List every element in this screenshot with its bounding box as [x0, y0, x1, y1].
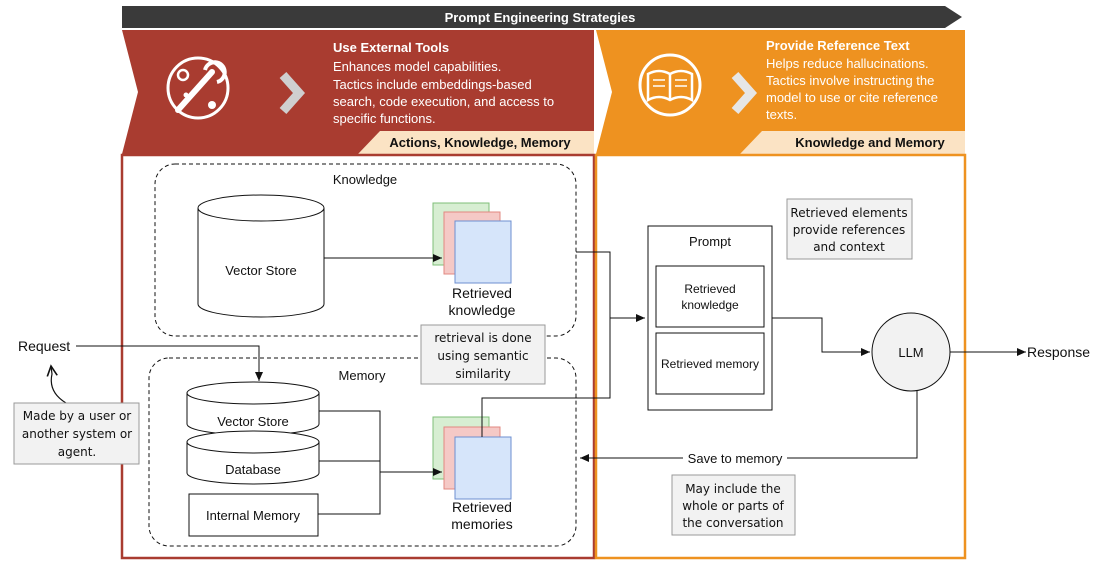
- response-label: Response: [1027, 344, 1090, 360]
- knowledge-title: Knowledge: [333, 172, 397, 187]
- external-tools-line-2: Tactics include embeddings-based: [333, 77, 532, 92]
- knowledge-vector-store-label: Vector Store: [225, 263, 297, 278]
- request-note-line-3: agent.: [58, 445, 96, 459]
- memory-database-label: Database: [225, 462, 281, 477]
- prompt-title: Prompt: [689, 234, 731, 249]
- connector-internal-memory: [318, 472, 381, 515]
- request-note-line-1: Made by a user or: [23, 409, 132, 423]
- retrieved-elements-line-2: provide references: [793, 223, 905, 237]
- reference-text-tag-bg: [740, 131, 965, 154]
- knowledge-to-prompt-line: [576, 251, 645, 322]
- banner-arrow: [122, 6, 962, 28]
- retrieved-memories-docs: [432, 416, 512, 500]
- retrieved-elements-note: [786, 198, 913, 260]
- retrieval-note-line-2: using semantic: [437, 349, 528, 363]
- external-tools-panel: Use External Tools Enhances model capabi…: [122, 30, 594, 154]
- prompt-memory-box: [655, 332, 765, 395]
- chevron-right-icon: [279, 72, 306, 114]
- save-note-line-1: May include the: [685, 482, 781, 496]
- retrieved-memories-label-1: Retrieved: [452, 499, 512, 515]
- prompt-to-llm-line: [772, 317, 870, 356]
- knowledge-group: [154, 163, 577, 337]
- memory-vector-store: Vector Store: [186, 381, 320, 436]
- banner-title: Prompt Engineering Strategies: [445, 10, 636, 25]
- reference-text-tag: Knowledge and Memory: [795, 135, 945, 150]
- external-tools-tag-bg: [358, 131, 594, 154]
- memory-vector-store-label: Vector Store: [217, 414, 289, 429]
- retrieval-note-line-1: retrieval is done: [434, 331, 531, 345]
- save-to-memory-label: Save to memory: [688, 451, 783, 466]
- request-note-line-2: another system or: [22, 427, 132, 441]
- prompt-knowledge-line-1: Retrieved: [684, 282, 735, 296]
- tools-icon: [166, 56, 230, 120]
- reference-text-panel: Provide Reference Text Helps reduce hall…: [596, 30, 965, 154]
- external-tools-line-4: specific functions.: [333, 111, 436, 126]
- request-note-pointer: [51, 366, 67, 404]
- llm-label: LLM: [898, 345, 923, 360]
- knowledge-vector-store: Vector Store: [197, 194, 325, 318]
- book-icon: [638, 53, 702, 117]
- reference-text-line-2: Tactics involve instructing the: [766, 73, 934, 88]
- memory-database: Database: [186, 430, 320, 485]
- memories-to-prompt-line: [481, 318, 611, 437]
- reference-text-line-4: texts.: [766, 107, 797, 122]
- internal-memory-box: [188, 493, 319, 537]
- save-note: [671, 474, 796, 536]
- prompt-memory-label: Retrieved memory: [661, 357, 759, 371]
- reference-text-title: Provide Reference Text: [766, 38, 910, 53]
- retrieval-note: [420, 324, 546, 385]
- save-note-line-3: the conversation: [682, 516, 783, 530]
- banner: Prompt Engineering Strategies: [122, 6, 962, 28]
- internal-memory-label: Internal Memory: [206, 508, 300, 523]
- request-note: [13, 402, 140, 465]
- reference-text-body: [594, 153, 967, 560]
- reference-text-line-3: model to use or cite reference: [766, 90, 938, 105]
- save-note-line-2: whole or parts of: [682, 499, 784, 513]
- retrieved-elements-line-1: Retrieved elements: [790, 206, 907, 220]
- save-to-memory-label-bg: [683, 450, 787, 466]
- memory-group: [148, 357, 577, 547]
- retrieved-knowledge-docs: [432, 202, 512, 284]
- external-tools-body: [120, 153, 596, 560]
- memory-title: Memory: [339, 368, 386, 383]
- external-tools-tag: Actions, Knowledge, Memory: [389, 135, 571, 150]
- external-tools-line-3: search, code execution, and access to: [333, 94, 554, 109]
- connector-vector-store: [319, 410, 381, 472]
- external-tools-header-bg: [122, 30, 594, 154]
- retrieved-knowledge-label-1: Retrieved: [452, 285, 512, 301]
- chevron-right-icon: [731, 72, 758, 114]
- prompt-knowledge-box: [655, 265, 765, 328]
- retrieved-knowledge-label-2: knowledge: [449, 302, 516, 318]
- prompt-knowledge-line-2: knowledge: [681, 298, 739, 312]
- retrieval-note-line-3: similarity: [455, 367, 510, 381]
- reference-text-line-1: Helps reduce hallucinations.: [766, 56, 929, 71]
- request-label: Request: [18, 338, 70, 354]
- retrieved-memories-label-2: memories: [451, 516, 512, 532]
- external-tools-title: Use External Tools: [333, 40, 449, 55]
- request-line: [76, 345, 263, 381]
- retrieved-elements-line-3: and context: [813, 240, 885, 254]
- external-tools-line-1: Enhances model capabilities.: [333, 59, 501, 74]
